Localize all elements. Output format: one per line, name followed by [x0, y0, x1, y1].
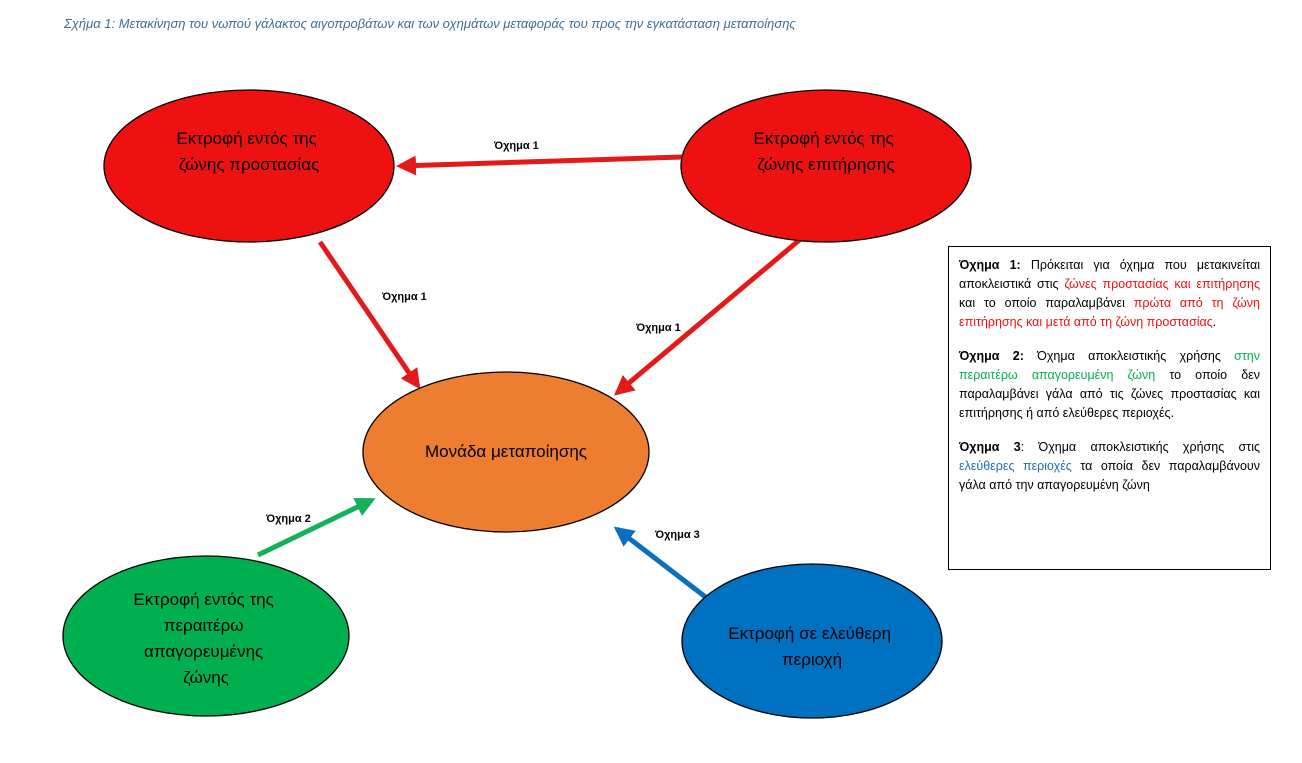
node-surveillance-text: Εκτροφή εντός της ζώνης επιτήρησης: [753, 129, 898, 174]
legend-vehicle-2-text-2: το οποίο δεν παραλαμβάνει γάλα από τις ζ…: [959, 368, 1260, 420]
legend-vehicle-1-text-1: Πρόκειται για όχημα που μετακινείται απο…: [959, 258, 1260, 291]
edge-label-surveillance-protection: Όχημα 1: [493, 140, 539, 152]
node-processing-unit: [362, 371, 650, 533]
legend-vehicle-3-blue-1: ελεύθερες περιοχές: [959, 459, 1072, 473]
node-protection-zone: [103, 89, 395, 243]
arrow-free-to-processing: [613, 526, 714, 604]
node-protection-line-2: ζώνης προστασίας: [179, 155, 319, 174]
node-surveillance-line-2: ζώνης επιτήρησης: [757, 155, 894, 174]
edge-label-surveillance-processing: Όχημα 1: [635, 322, 681, 334]
arrow-restricted-to-processing: [256, 497, 376, 558]
legend-vehicle-1-red-2: πρώτα από τη ζώνη επιτήρησης και μετά απ…: [959, 296, 1260, 329]
legend-vehicle-2-title: Όχημα 2:: [959, 349, 1024, 363]
legend-vehicle-3-title: Όχημα 3: [959, 440, 1021, 454]
legend-vehicle-2-green-1: στην περαιτέρω απαγορευμένη ζώνη: [959, 349, 1260, 382]
legend-vehicle-3-text-1: : Όχημα αποκλειστικής χρήσης στις: [1020, 440, 1260, 454]
node-surveillance-line-1: Εκτροφή εντός της: [753, 129, 893, 148]
node-restricted-line-1: Εκτροφή εντός της: [133, 590, 273, 609]
edge-label-free-processing: Όχημα 3: [654, 529, 700, 541]
edge-label-restricted-processing: Όχημα 2: [265, 513, 311, 525]
node-restricted-text: Εκτροφή εντός της περαιτέρω απαγορευμένη…: [133, 590, 278, 687]
legend-vehicle-2-text-1: Όχημα αποκλειστικής χρήσης: [1023, 349, 1235, 363]
node-restricted-zone: [62, 555, 350, 717]
legend-vehicle-3-text-2: τα οποία δεν παραλαμβάνουν γάλα από την …: [959, 459, 1260, 492]
figure-caption: Σχήμα 1: Μετακίνηση του νωπού γάλακτος α…: [64, 16, 796, 31]
legend-vehicle-2: Όχημα 2: Όχημα αποκλειστικής χρήσης στην…: [959, 347, 1260, 423]
node-free-line-2: περιοχή: [782, 650, 842, 669]
node-free-area: [681, 563, 943, 719]
legend-vehicle-1-text-2: και το οποίο παραλαμβάνει: [959, 296, 1134, 310]
legend-vehicle-3: Όχημα 3: Όχημα αποκλειστικής χρήσης στις…: [959, 438, 1260, 495]
legend-vehicle-1-red-1: ζώνες προστασίας και επιτήρησης: [1064, 277, 1260, 291]
legend-vehicle-1-title: Όχημα 1:: [959, 258, 1021, 272]
node-restricted-line-2: περαιτέρω: [164, 616, 244, 635]
arrow-surveillance-to-processing: [613, 235, 805, 396]
node-processing-text: Μονάδα μεταποίησης: [425, 442, 587, 461]
edge-label-protection-processing: Όχημα 1: [381, 291, 427, 303]
node-protection-text: Εκτροφή εντός της ζώνης προστασίας: [176, 129, 321, 174]
node-surveillance-zone: [680, 89, 972, 243]
node-free-text: Εκτροφή σε ελεύθερη περιοχή: [728, 624, 896, 669]
node-processing-line-1: Μονάδα μεταποίησης: [425, 442, 587, 461]
node-protection-line-1: Εκτροφή εντός της: [176, 129, 316, 148]
node-free-line-1: Εκτροφή σε ελεύθερη: [728, 624, 891, 643]
arrow-surveillance-to-protection: [396, 154, 683, 176]
node-restricted-line-4: ζώνης: [183, 668, 229, 687]
legend-vehicle-1: Όχημα 1: Πρόκειται για όχημα που μετακιν…: [959, 256, 1260, 332]
legend-box: Όχημα 1: Πρόκειται για όχημα που μετακιν…: [948, 246, 1271, 570]
legend-vehicle-1-text-3: .: [1212, 315, 1217, 329]
arrow-protection-to-processing: [317, 240, 421, 390]
node-restricted-line-3: απαγορευμένης: [144, 642, 263, 661]
